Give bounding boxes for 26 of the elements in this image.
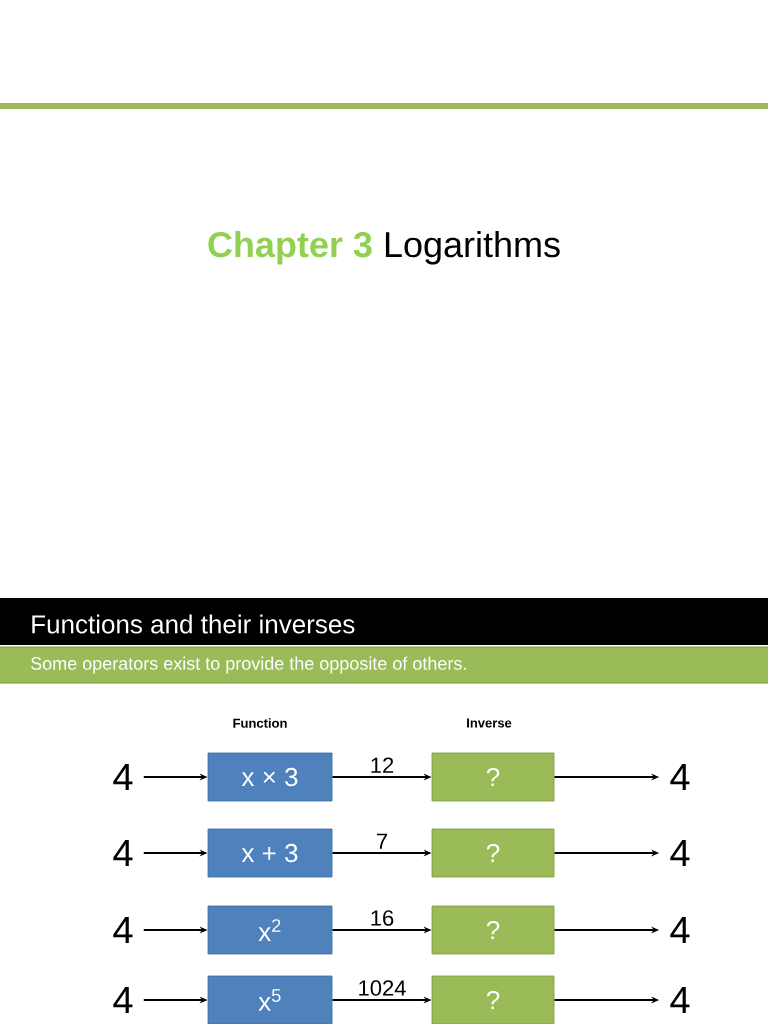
- function-box: x + 3: [207, 828, 333, 878]
- inverse-box: ?: [431, 828, 555, 878]
- number-label: 4: [113, 986, 133, 1014]
- number-label: 4: [113, 839, 133, 867]
- function-box: x$^{2}$: [207, 905, 333, 955]
- chapter-title: Logarithms: [385, 230, 560, 265]
- edge-label: 7: [377, 833, 387, 849]
- number-label: 4: [670, 839, 690, 867]
- chapter-label: Chapter 3: [208, 230, 372, 265]
- column-header: Inverse: [467, 718, 512, 728]
- edge-label: 12: [371, 757, 394, 773]
- number-label: 4: [670, 986, 690, 1014]
- edge-label: 1024: [359, 980, 406, 996]
- function-box: x × 3: [207, 752, 333, 802]
- edge-label: 16: [371, 910, 394, 926]
- function-box: x$^{5}$: [207, 975, 333, 1024]
- number-label: 4: [670, 763, 690, 791]
- number-label: 4: [670, 916, 690, 944]
- heading-bar: Functions and their inverses: [0, 598, 768, 645]
- inverse-box: ?: [431, 752, 555, 802]
- column-header: Function: [233, 718, 287, 728]
- subtitle-banner: Some operators exist to provide the opposite of others.: [0, 646, 768, 684]
- inverse-box: ?: [431, 975, 555, 1024]
- inverse-box: ?: [431, 905, 555, 955]
- number-label: 4: [113, 916, 133, 944]
- number-label: 4: [113, 763, 133, 791]
